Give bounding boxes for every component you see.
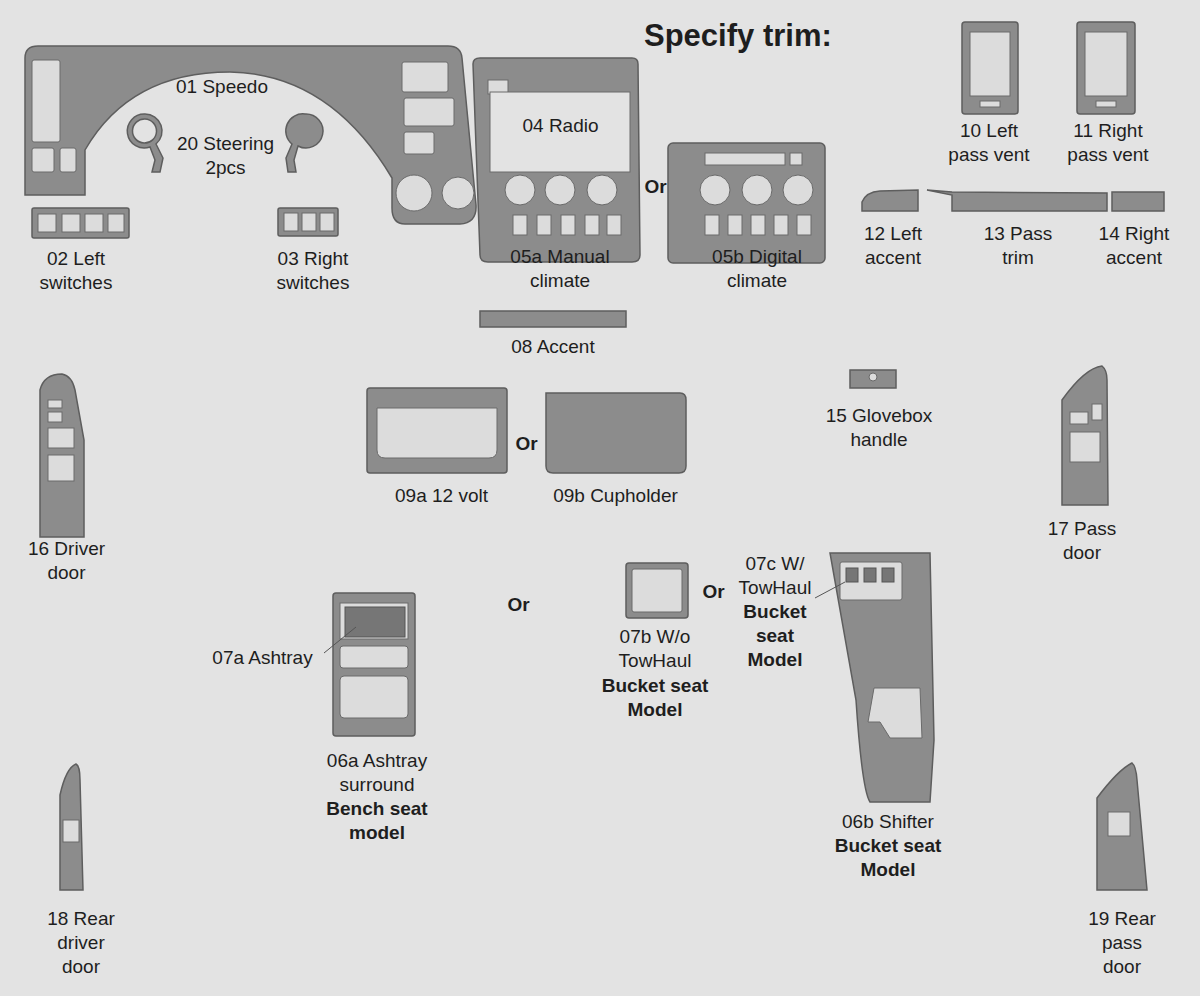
radio-trim xyxy=(473,58,640,262)
part-label: 01 Speedo xyxy=(175,75,269,99)
part-label: 07a Ashtray xyxy=(211,646,314,670)
part-label: 07b W/o TowHaul xyxy=(599,625,711,673)
towhaul-plate xyxy=(626,563,688,618)
shifter-trim xyxy=(815,553,934,802)
part-label: 07c W/ TowHaul xyxy=(729,552,821,600)
part-label: 14 Right accent xyxy=(1094,222,1174,270)
part-label: 13 Pass trim xyxy=(978,222,1058,270)
part-label: Bench seat model xyxy=(321,797,433,845)
part-label: 12 Left accent xyxy=(854,222,932,270)
part-label: 15 Glovebox handle xyxy=(818,404,940,452)
part-label: 16 Driver door xyxy=(19,537,114,585)
part-label: Bucket seat Model xyxy=(739,600,811,672)
part-label: 05b Digital climate xyxy=(697,245,817,293)
part-label: 10 Left pass vent xyxy=(939,119,1039,167)
leader-line xyxy=(815,582,845,598)
part-label: 06b Shifter xyxy=(841,810,935,834)
part-label: 11 Right pass vent xyxy=(1058,119,1158,167)
leader-line xyxy=(324,627,356,653)
digital-climate-trim xyxy=(668,143,825,263)
part-label: 18 Rear driver door xyxy=(41,907,121,979)
switch-trim xyxy=(32,208,338,238)
title: Specify trim: xyxy=(644,18,832,54)
part-label: 03 Right switches xyxy=(263,247,363,295)
door-trim xyxy=(40,366,1147,890)
console-trim xyxy=(367,388,686,473)
glovebox-handle xyxy=(850,370,896,388)
or-text: Or xyxy=(643,175,668,199)
part-label: 09b Cupholder xyxy=(552,484,679,508)
speedo-trim xyxy=(25,46,476,224)
or-text: Or xyxy=(506,593,531,617)
part-label: 02 Left switches xyxy=(26,247,126,295)
part-label: 05a Manual climate xyxy=(495,245,625,293)
accent-strip xyxy=(480,311,626,327)
part-label: 20 Steering 2pcs xyxy=(168,132,283,180)
ashtray-surround xyxy=(324,593,415,736)
part-label: 19 Rear pass door xyxy=(1082,907,1162,979)
part-label: Bucket seat Model xyxy=(829,834,947,882)
or-text: Or xyxy=(514,432,539,456)
part-label: 09a 12 volt xyxy=(394,484,489,508)
vent-trim xyxy=(962,22,1135,114)
or-text: Or xyxy=(701,580,726,604)
accent-trim xyxy=(862,190,1164,211)
part-label: Bucket seat Model xyxy=(596,674,714,722)
part-label: 08 Accent xyxy=(510,335,596,359)
part-label: 17 Pass door xyxy=(1042,517,1122,565)
part-label: 06a Ashtray surround xyxy=(317,749,437,797)
part-label: 04 Radio xyxy=(521,114,600,138)
